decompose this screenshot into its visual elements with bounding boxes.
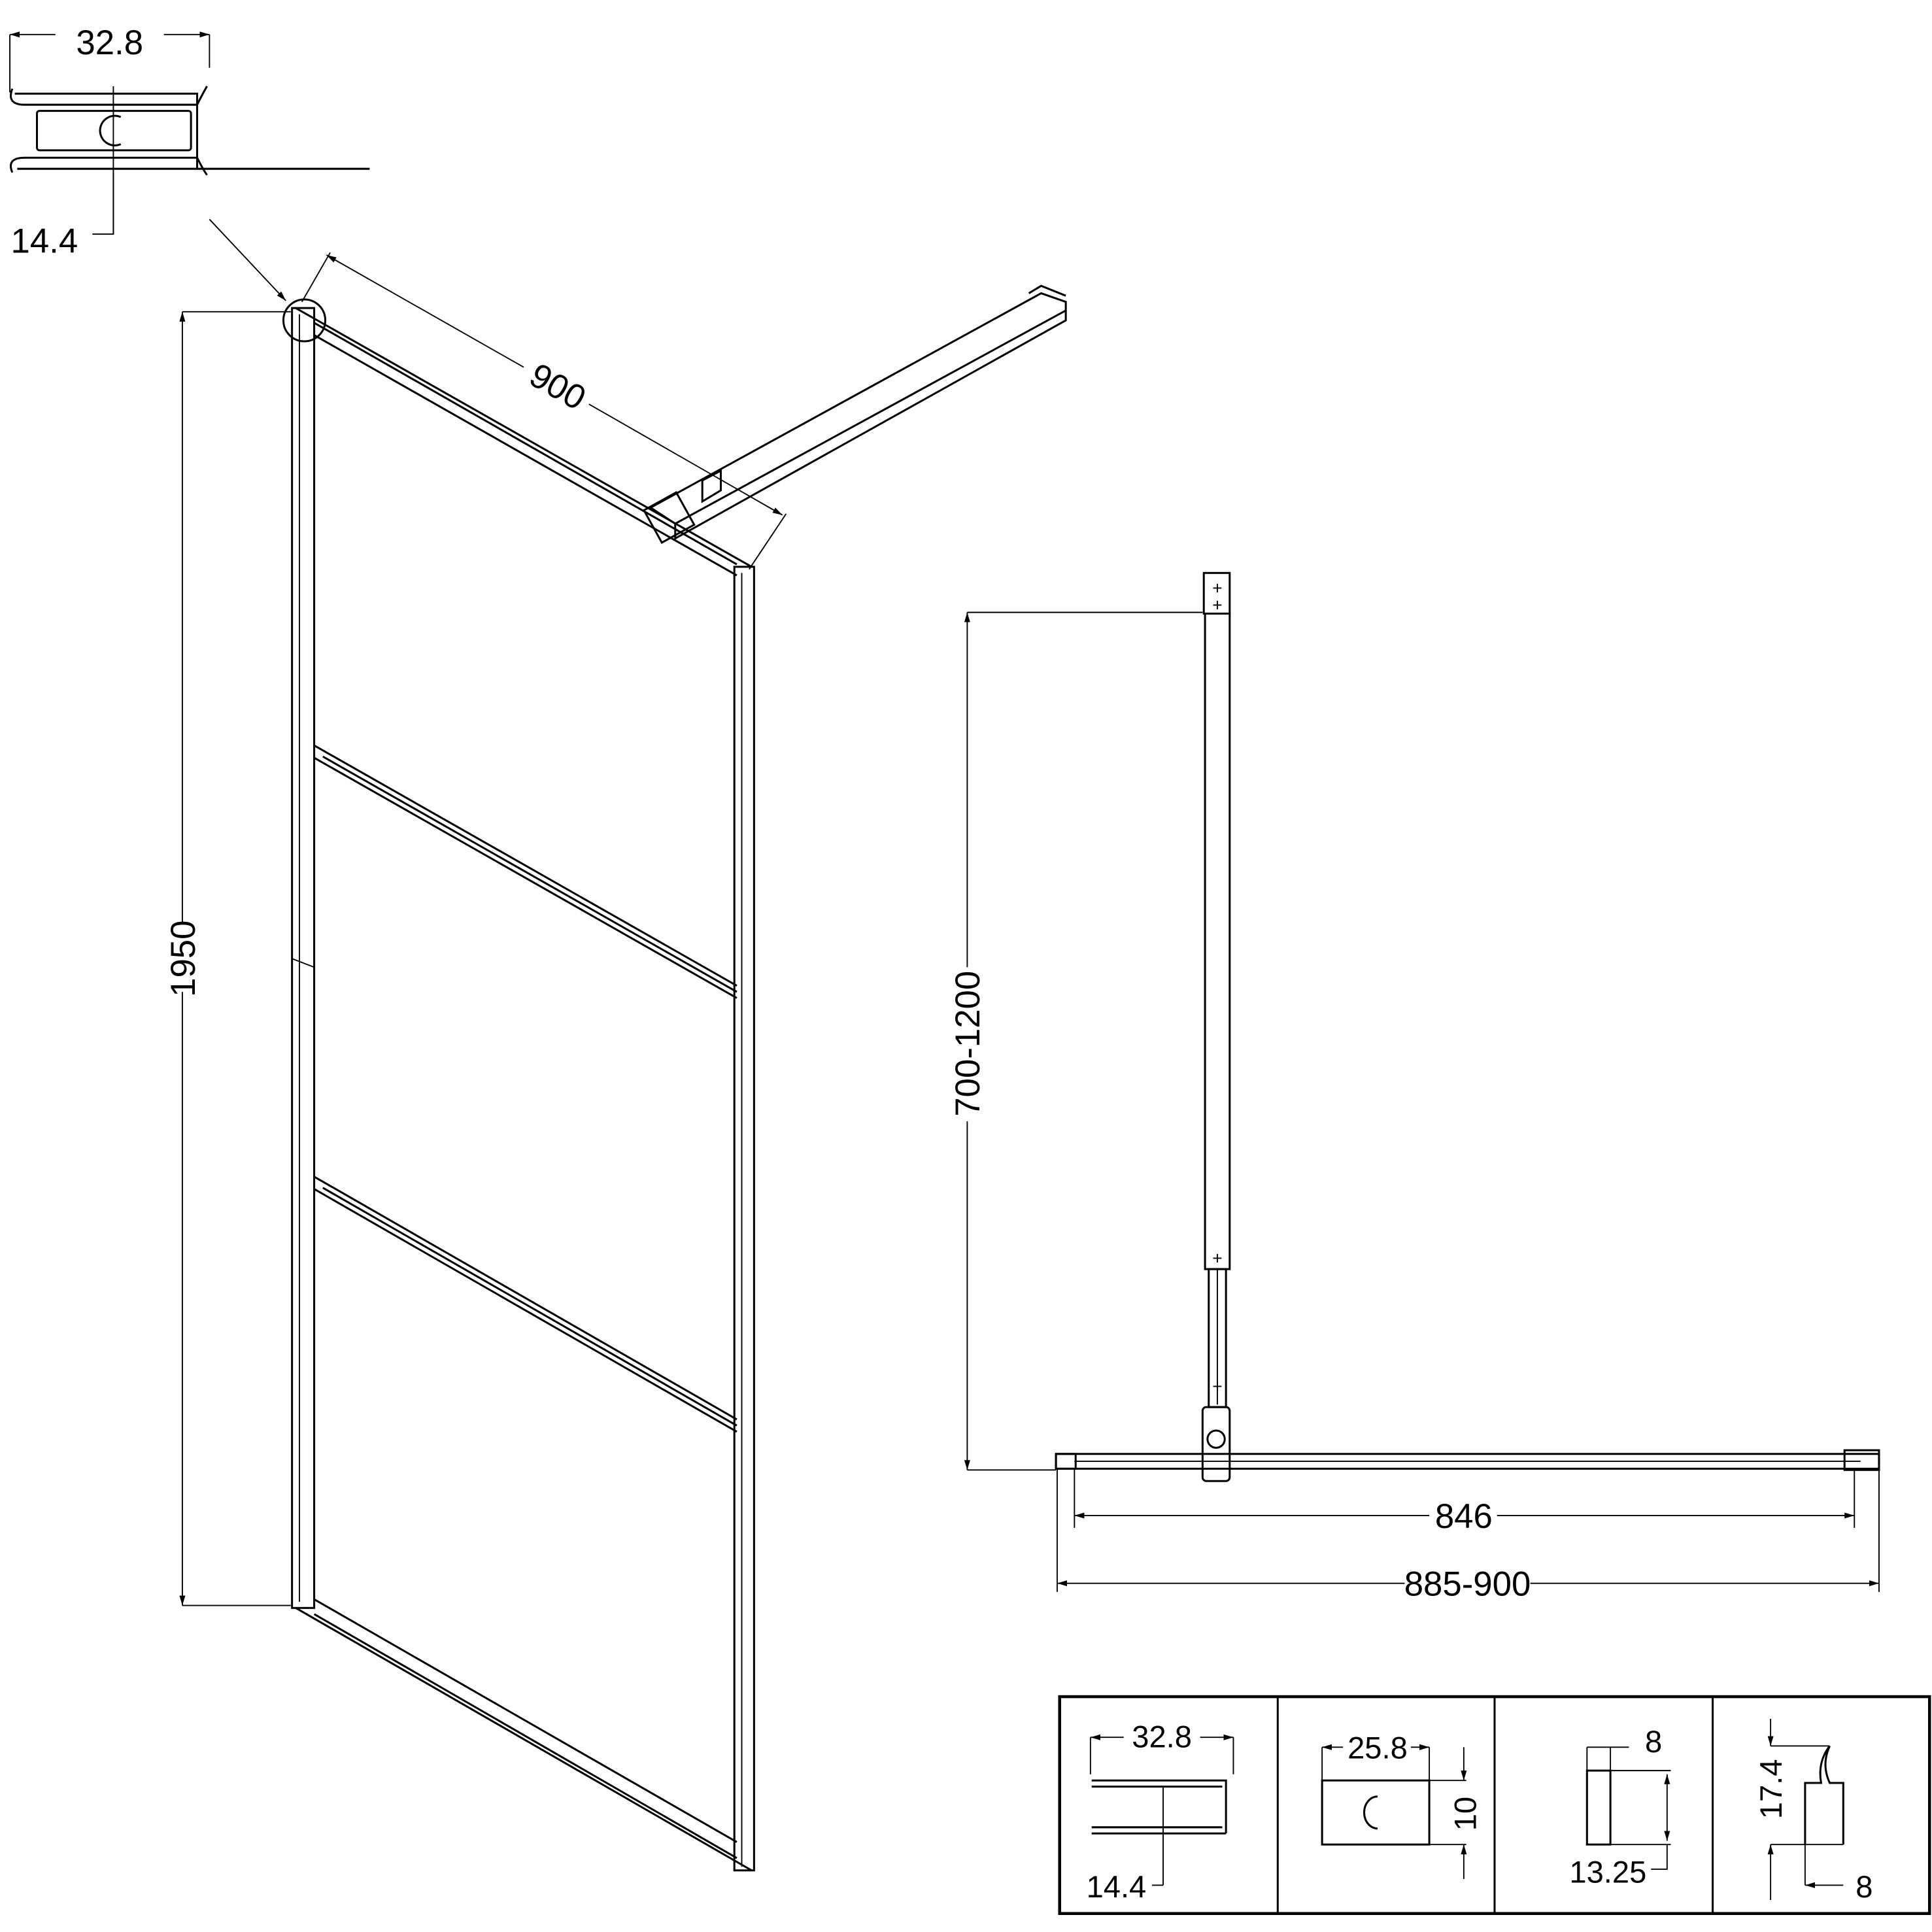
screw-icon: +	[1212, 1377, 1222, 1397]
screw-icon: +	[1212, 578, 1222, 598]
profile-cell-4: 17.4 8	[1754, 1718, 1873, 1904]
plan-view: + + + + 700-1200 846 885-900	[949, 571, 1880, 1604]
arm-length-label: 700-1200	[949, 971, 987, 1117]
detail-callout-profile: 32.8 14.4	[9, 24, 370, 343]
cell3-height-label: 13.25	[1569, 1855, 1646, 1890]
screw-icon: +	[1212, 596, 1222, 615]
perspective-view: 1950 900	[164, 252, 1067, 1872]
height-label-1950: 1950	[164, 921, 203, 997]
detail-width-label: 32.8	[76, 24, 143, 62]
profile-cell-2: 25.8 10	[1321, 1730, 1483, 1879]
cell3-width-label: 8	[1645, 1724, 1662, 1759]
profile-cell-3: 8 13.25	[1569, 1724, 1671, 1890]
detail-depth-label: 14.4	[11, 222, 78, 260]
profile-table: 32.8 14.4 25.8 10 8	[1058, 1695, 1931, 1915]
cell1-width-label: 32.8	[1132, 1719, 1192, 1754]
screw-icon: +	[1212, 1249, 1222, 1268]
profile-cell-1: 32.8 14.4	[1087, 1719, 1234, 1904]
cell1-depth-label: 14.4	[1087, 1869, 1147, 1904]
width-label-900: 900	[523, 356, 592, 418]
cell4-width-label: 8	[1856, 1869, 1873, 1904]
cell2-width-label: 25.8	[1347, 1730, 1408, 1765]
cell2-height-label: 10	[1448, 1797, 1483, 1831]
overall-width-label: 885-900	[1404, 1565, 1531, 1604]
glass-width-label: 846	[1435, 1497, 1493, 1536]
cell4-height-label: 17.4	[1754, 1759, 1788, 1820]
